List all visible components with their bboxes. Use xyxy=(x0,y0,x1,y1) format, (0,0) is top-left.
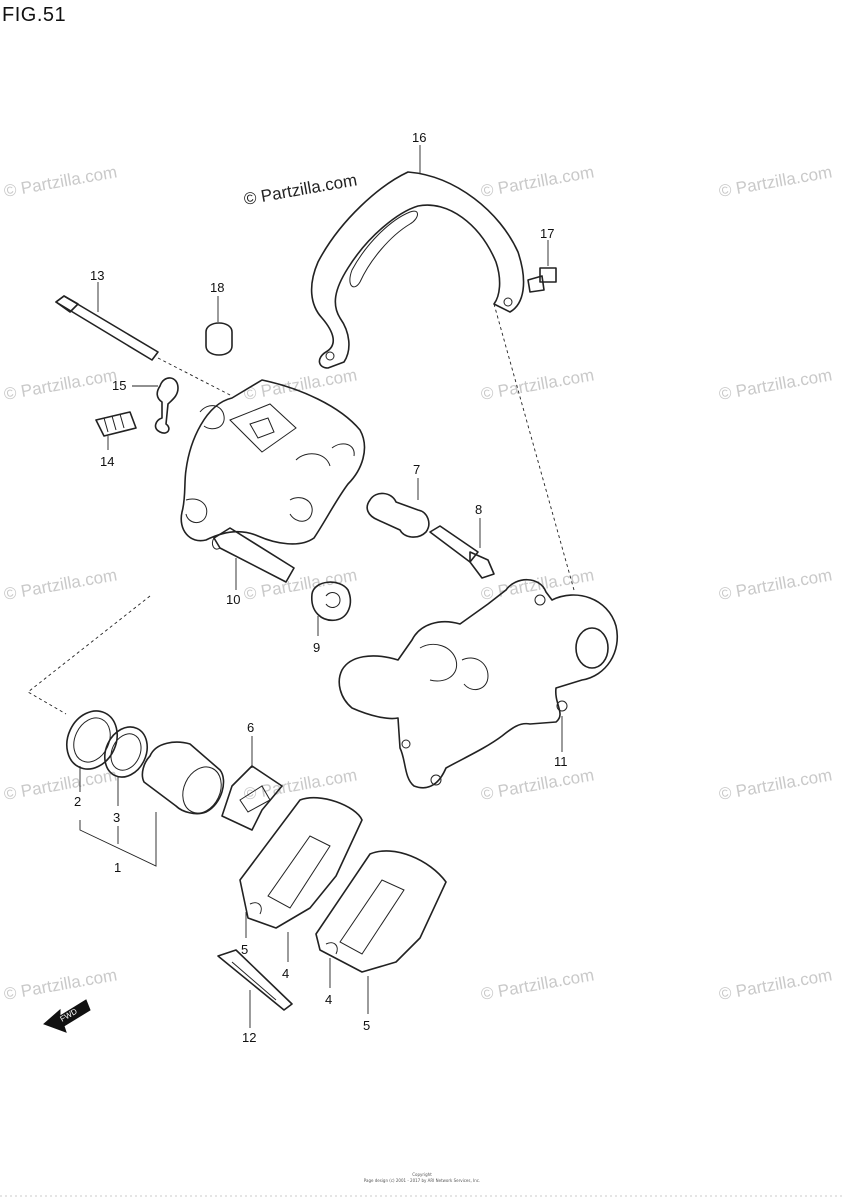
watermark: © Partzilla.com xyxy=(717,162,833,201)
part-14-bleeder-valve xyxy=(95,411,137,437)
watermark: © Partzilla.com xyxy=(2,565,118,604)
callout-8: 8 xyxy=(475,502,482,517)
callout-7: 7 xyxy=(413,462,420,477)
part-18-cap xyxy=(205,322,233,356)
part-17-bolt xyxy=(527,267,557,293)
watermark: © Partzilla.com xyxy=(479,965,595,1004)
callouts: 1 2 3 4 4 5 5 6 7 8 9 10 11 12 13 14 15 … xyxy=(74,130,568,1045)
watermark: © Partzilla.com xyxy=(717,565,833,604)
callout-3: 3 xyxy=(113,810,120,825)
watermark: © Partzilla.com xyxy=(717,965,833,1004)
caliper-body xyxy=(180,379,366,545)
fwd-arrow-icon: FWD xyxy=(43,999,91,1033)
watermark: © Partzilla.com xyxy=(2,765,118,804)
part-7-boot xyxy=(366,492,430,538)
callout-2: 2 xyxy=(74,794,81,809)
callout-5a: 5 xyxy=(241,942,248,957)
part-13-pin xyxy=(55,295,159,361)
part-12-spring xyxy=(217,949,293,1011)
watermark-main: © Partzilla.com xyxy=(242,170,358,209)
watermark-layer: © Partzilla.com © Partzilla.com © Partzi… xyxy=(2,162,833,1004)
callout-12: 12 xyxy=(242,1030,256,1045)
callout-4b: 4 xyxy=(325,992,332,1007)
part-9-bush xyxy=(311,581,352,621)
callout-13: 13 xyxy=(90,268,104,283)
part-2-seal xyxy=(66,710,118,770)
leader-lines xyxy=(27,145,575,1028)
callout-9: 9 xyxy=(313,640,320,655)
brake-pad-set-front xyxy=(239,796,363,929)
part-10-slide-pin xyxy=(211,527,295,583)
part-16-bracket xyxy=(310,171,525,369)
callout-10: 10 xyxy=(226,592,240,607)
callout-18: 18 xyxy=(210,280,224,295)
watermark: © Partzilla.com xyxy=(2,365,118,404)
watermark: © Partzilla.com xyxy=(479,162,595,201)
watermark: © Partzilla.com xyxy=(479,765,595,804)
watermark: © Partzilla.com xyxy=(479,365,595,404)
callout-15: 15 xyxy=(112,378,126,393)
watermark: © Partzilla.com xyxy=(2,965,118,1004)
callout-17: 17 xyxy=(540,226,554,241)
watermark: © Partzilla.com xyxy=(242,365,358,404)
watermark: © Partzilla.com xyxy=(2,162,118,201)
callout-14: 14 xyxy=(100,454,114,469)
brake-pad-set-rear xyxy=(315,850,447,973)
callout-1: 1 xyxy=(114,860,121,875)
figure-title: FIG.51 xyxy=(2,4,67,26)
part-11-holder xyxy=(338,578,619,789)
callout-5b: 5 xyxy=(363,1018,370,1033)
callout-4a: 4 xyxy=(282,966,289,981)
callout-11: 11 xyxy=(554,754,568,769)
watermark: © Partzilla.com xyxy=(717,765,833,804)
callout-16: 16 xyxy=(412,130,426,145)
part-15-bleeder-cap xyxy=(154,377,179,434)
part-8-pin-bolt xyxy=(429,525,495,579)
footer-design: Page design (c) 2001 - 2017 by ARI Netwo… xyxy=(364,1178,480,1183)
piston xyxy=(141,741,225,815)
callout-6: 6 xyxy=(247,720,254,735)
footer: Copyright Page design (c) 2001 - 2017 by… xyxy=(0,1172,844,1197)
part-3-seal xyxy=(104,726,148,778)
footer-copyright: Copyright xyxy=(412,1172,432,1177)
watermark: © Partzilla.com xyxy=(717,365,833,404)
